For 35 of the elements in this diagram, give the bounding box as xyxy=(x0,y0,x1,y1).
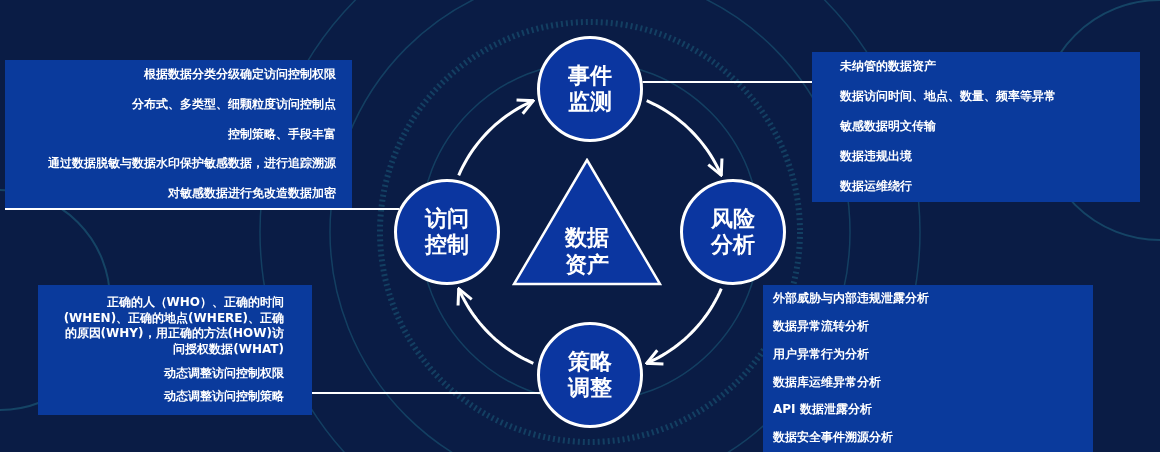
leader-line xyxy=(641,81,813,83)
node-title: 访问控制 xyxy=(423,205,470,259)
cycle-arrow xyxy=(456,287,534,365)
cycle-arrow xyxy=(645,288,723,366)
list-item-text: 正确的人（WHO）、正确的时间(WHEN)、正确的地点(WHERE)、正确的原因(WHY)，用正确的方法(HOW)访问授权数据(WHAT) xyxy=(62,295,284,358)
cycle-arrow xyxy=(646,99,724,177)
list-item-text: 对敏感数据进行免改造数据加密 xyxy=(167,186,336,202)
list-item-text: 未纳管的数据资产 xyxy=(840,59,937,75)
list-item-text: 分布式、多类型、细颗粒度访问控制点 xyxy=(131,96,336,113)
info-panel xyxy=(763,285,1093,452)
list-item-text: 通过数据脱敏与数据水印保护敏感数据，进行追踪溯源 xyxy=(47,156,336,173)
list-item-text: 数据运维绕行 xyxy=(840,179,913,195)
node-title: 数据资产 xyxy=(563,225,610,278)
leader-line xyxy=(4,208,401,210)
info-panel xyxy=(812,52,1140,202)
list-item-text: 用户异常行为分析 xyxy=(773,346,870,363)
list-item-text: 外部威胁与内部违规泄露分析 xyxy=(773,291,930,307)
info-panel xyxy=(38,285,312,415)
list-item-text: 控制策略、手段丰富 xyxy=(227,126,336,143)
list-item-text: 敏感数据明文传输 xyxy=(840,119,937,135)
leader-line xyxy=(311,392,542,394)
cycle-arrow xyxy=(457,98,535,176)
list-item-text: 数据库运维异常分析 xyxy=(773,374,882,391)
node-title: 事件监测 xyxy=(567,62,613,116)
list-item-text: 动态调整访问控制策略 xyxy=(163,389,284,405)
list-item-text: 数据违规出境 xyxy=(840,149,913,165)
list-item-text: 数据异常流转分析 xyxy=(773,318,870,335)
node-title: 风险分析 xyxy=(710,205,756,259)
node-title: 策略调整 xyxy=(566,348,613,402)
list-item-text: 数据访问时间、地点、数量、频率等异常 xyxy=(840,89,1057,105)
info-panel xyxy=(5,60,352,209)
list-item-text: 数据安全事件溯源分析 xyxy=(773,430,894,446)
list-item-text: API 数据泄露分析 xyxy=(773,402,873,418)
list-item-text: 根据数据分类分级确定访问控制权限 xyxy=(143,67,336,83)
list-item-text: 动态调整访问控制权限 xyxy=(163,365,284,382)
